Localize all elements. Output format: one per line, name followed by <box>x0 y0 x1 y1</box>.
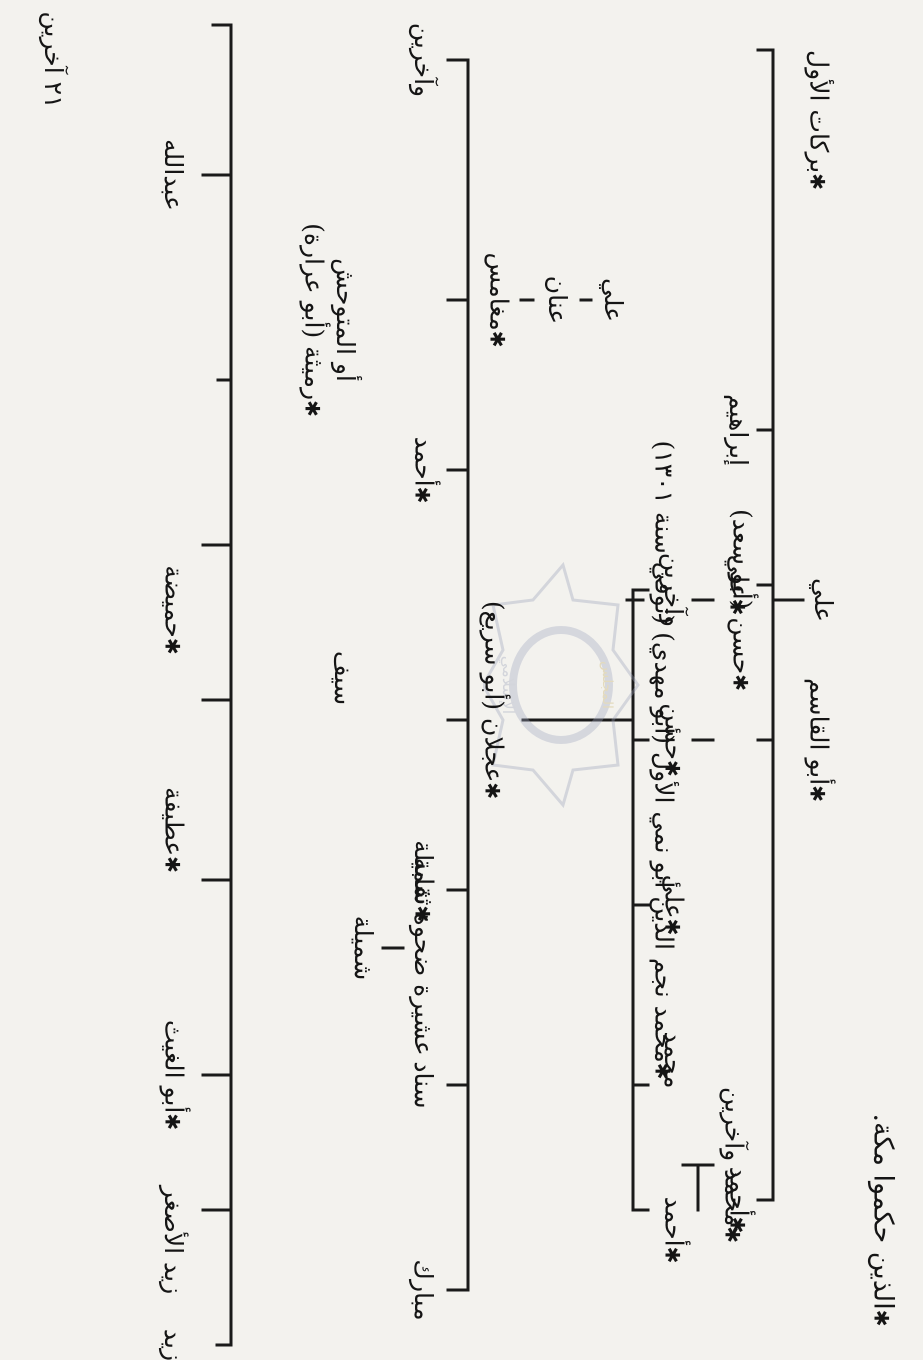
rumaytha-son-ajlan: عجلان (أبو سريع) <box>478 601 509 799</box>
sons-others-21: ٢١ آخرين <box>39 11 68 109</box>
son-shumayla: شميلة <box>349 915 378 981</box>
rumaytha-son-mubarak: مبارك <box>409 1259 438 1321</box>
rumaytha-son-ahmad: أحمد <box>408 437 439 504</box>
son-zayd: زيد <box>159 1328 188 1360</box>
rumaytha-son-sanad: سناد <box>409 1061 438 1109</box>
ajlan-son-ahmad: أحمد <box>658 1197 689 1264</box>
ajlan-son-muhammad: محمد <box>659 1031 688 1089</box>
son-atifa: عطيفة <box>158 787 189 873</box>
son-abu-ghayth: أبو الغيث <box>158 1020 189 1130</box>
hasan-son-abu-qasim: أبو القاسم <box>803 678 834 802</box>
watermark-title: المجلس <box>599 661 615 709</box>
hasan-son-ahmad: أحمد <box>723 1167 754 1234</box>
son-sayf: سيف <box>329 650 358 706</box>
hasan-son-ali: علي <box>723 555 754 616</box>
root-ali: علي <box>809 577 838 623</box>
son-rumaytha: رميثة (أبو عرارة) <box>298 223 329 417</box>
inan-son-ali: علي <box>599 277 628 323</box>
ajlan-son-hasan: حسن <box>658 703 689 777</box>
hasan-son-barakat: بركات الأول <box>803 50 834 190</box>
ajlan-son-ali: علي <box>658 875 689 936</box>
son-abdallah: عبدالله <box>159 139 188 211</box>
son-zayd-asghar: زيد الأصغر <box>159 1185 188 1295</box>
rumaytha-son-thaqaba: ثقابة <box>408 858 439 922</box>
rumaytha-son-mughamis: مغامس <box>483 252 514 347</box>
footnote: الذين حكموا مكة. <box>868 1114 899 1327</box>
mughamis-son-inan: عنان <box>543 275 572 325</box>
ajlan-sons-others: وآخرين <box>659 552 688 628</box>
son-rumaytha-alt: أو المتوحش <box>331 258 360 382</box>
hasan-son-ibrahim: إبراهيم <box>724 393 753 467</box>
son-humayda: حميضة <box>158 565 189 654</box>
rumaytha-sons-others: وآخرين <box>409 22 438 98</box>
